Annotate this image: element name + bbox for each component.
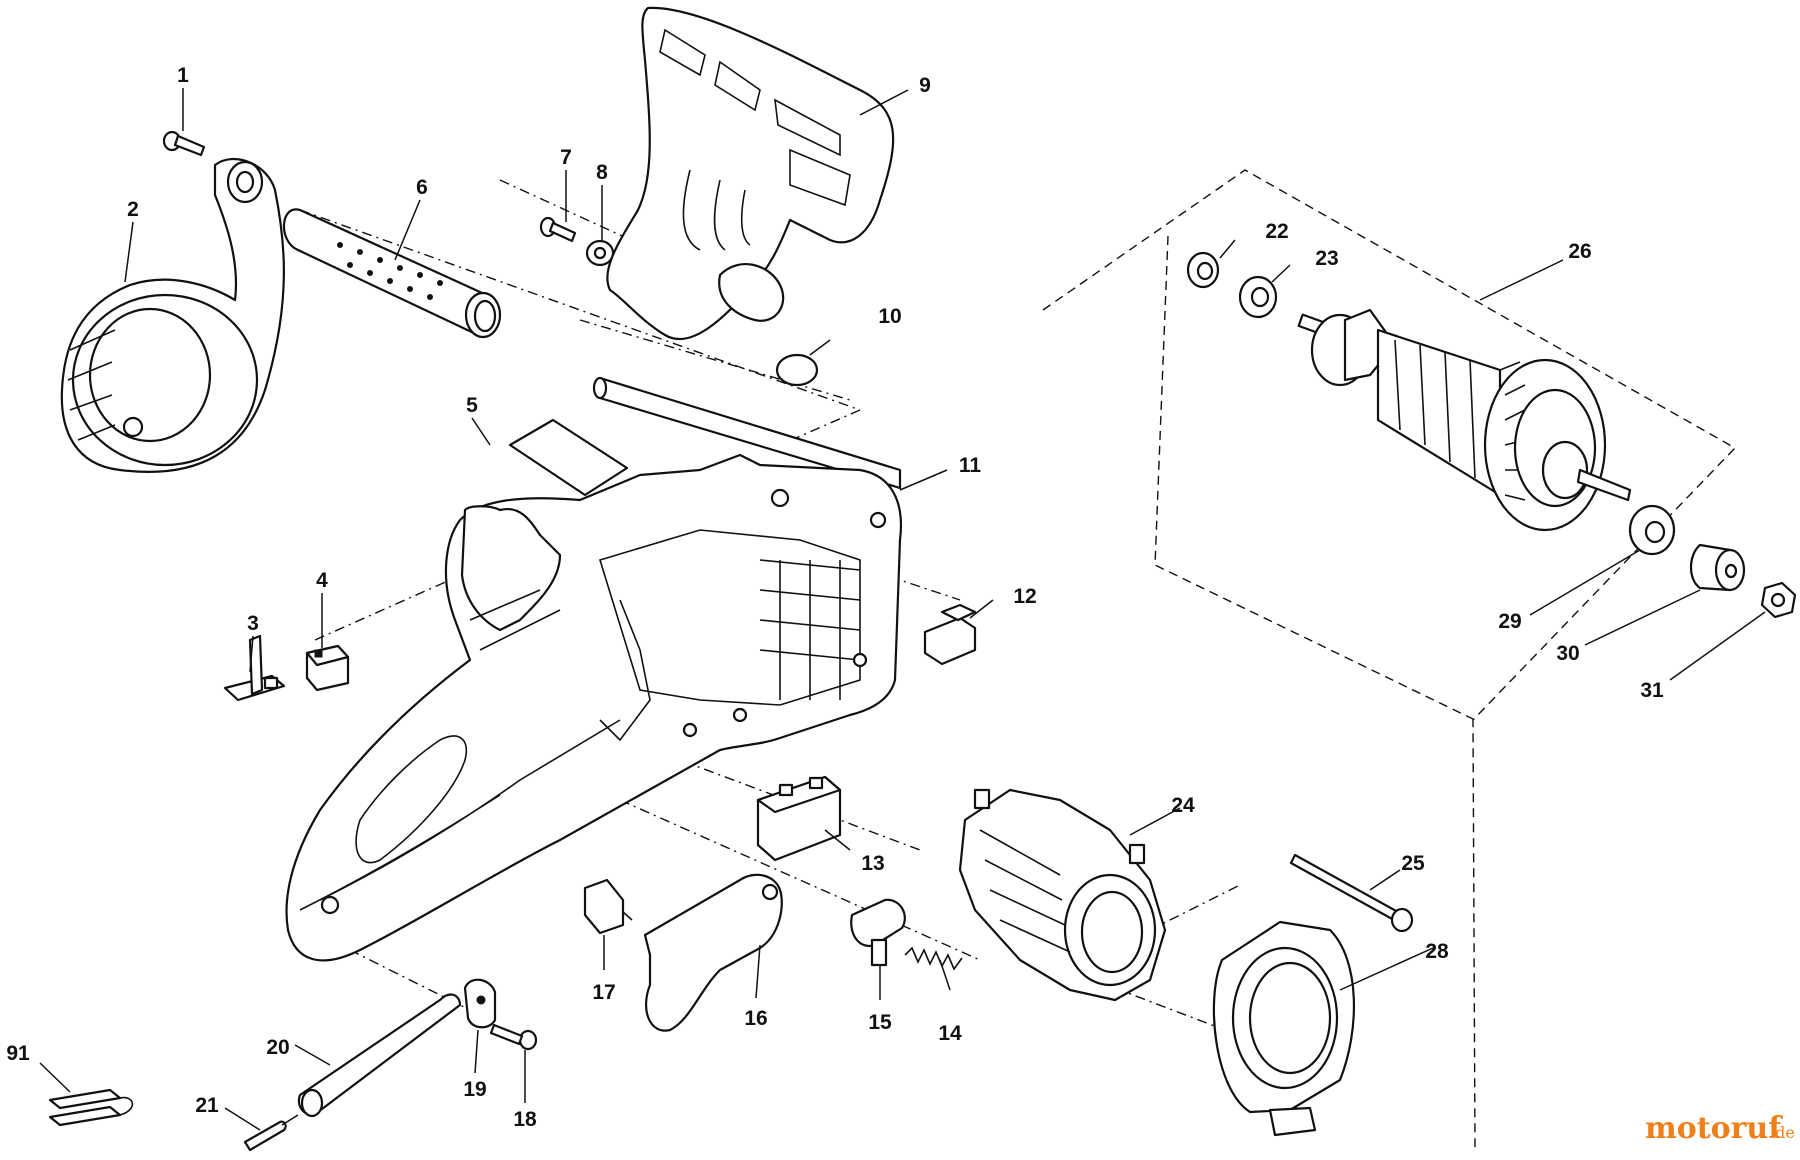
long-screw-part-25 <box>1289 853 1414 933</box>
washer-part-8 <box>585 239 615 267</box>
callout-13: 13 <box>861 852 884 875</box>
brush-holder-part-3 <box>223 634 286 702</box>
switch-block-part-13 <box>756 775 842 862</box>
screw-part-18 <box>489 1023 538 1051</box>
circlip-part-10 <box>775 339 831 387</box>
callout-91: 91 <box>6 1042 30 1065</box>
cable-sleeve-part-20 <box>297 993 462 1118</box>
callout-2: 2 <box>127 198 139 221</box>
armature-part-26 <box>1297 308 1632 532</box>
callout-30: 30 <box>1556 642 1579 665</box>
callout-10: 10 <box>878 305 901 328</box>
callout-19: 19 <box>463 1078 486 1101</box>
callout-3: 3 <box>247 612 259 635</box>
callout-17: 17 <box>592 981 615 1004</box>
clip-set-part-91 <box>48 1088 134 1127</box>
callout-24: 24 <box>1171 794 1195 817</box>
micro-switch-part-12 <box>923 603 977 666</box>
callout-18: 18 <box>513 1108 537 1131</box>
stator-part-24 <box>958 788 1167 1002</box>
label-part-5 <box>508 418 629 497</box>
screw-part-7 <box>539 216 577 243</box>
cable-clamp-part-19 <box>463 978 497 1029</box>
callout-28: 28 <box>1425 940 1449 963</box>
main-housing-part-11 <box>285 453 903 962</box>
callout-29: 29 <box>1498 610 1521 633</box>
end-cap-part-28 <box>1212 920 1356 1137</box>
callout-8: 8 <box>596 161 608 184</box>
brand-watermark: motoruf .de <box>1645 1111 1795 1146</box>
callout-26: 26 <box>1568 240 1591 263</box>
callout-22: 22 <box>1265 220 1288 243</box>
handle-tube-part-6 <box>282 208 502 339</box>
bearing-part-22 <box>1186 251 1220 289</box>
callout-5: 5 <box>466 394 478 417</box>
armature-group-outline <box>1042 169 1737 1149</box>
nut-part-31 <box>1760 581 1797 619</box>
trigger-part-16 <box>643 873 783 1032</box>
hand-guard-part-9 <box>606 6 895 341</box>
carbon-brush-part-4 <box>305 644 350 692</box>
callout-9: 9 <box>919 74 931 97</box>
callout-21: 21 <box>195 1094 219 1117</box>
screw-part-1 <box>162 130 206 157</box>
callout-16: 16 <box>744 1007 767 1030</box>
callout-1: 1 <box>177 64 189 87</box>
callout-leaders <box>39 88 1766 1131</box>
callout-4: 4 <box>316 569 328 592</box>
watermark-brand: motoruf <box>1645 1111 1783 1146</box>
spring-part-14 <box>904 946 963 971</box>
callout-23: 23 <box>1315 247 1338 270</box>
callout-11: 11 <box>959 454 982 477</box>
callout-6: 6 <box>416 176 428 199</box>
capacitor-part-17 <box>583 878 633 935</box>
washer-part-23 <box>1238 275 1278 319</box>
guide-rod <box>592 376 902 490</box>
bearing-part-29 <box>1628 504 1676 556</box>
callout-numbers: 1 2 3 4 5 6 7 8 9 10 11 12 13 14 15 16 1… <box>6 64 1664 1131</box>
front-handle-part-2 <box>60 157 285 473</box>
cable-part-21 <box>243 1114 299 1152</box>
callout-15: 15 <box>868 1011 892 1034</box>
armature-group-outline-left <box>1154 235 1476 721</box>
callout-31: 31 <box>1640 679 1664 702</box>
bushing-part-30 <box>1689 543 1746 592</box>
callout-12: 12 <box>1013 585 1036 608</box>
callout-25: 25 <box>1401 852 1425 875</box>
watermark-suffix: .de <box>1770 1123 1795 1142</box>
callout-14: 14 <box>938 1022 962 1045</box>
plunger-part-15 <box>850 898 906 967</box>
callout-7: 7 <box>560 146 572 169</box>
callout-20: 20 <box>266 1036 289 1059</box>
